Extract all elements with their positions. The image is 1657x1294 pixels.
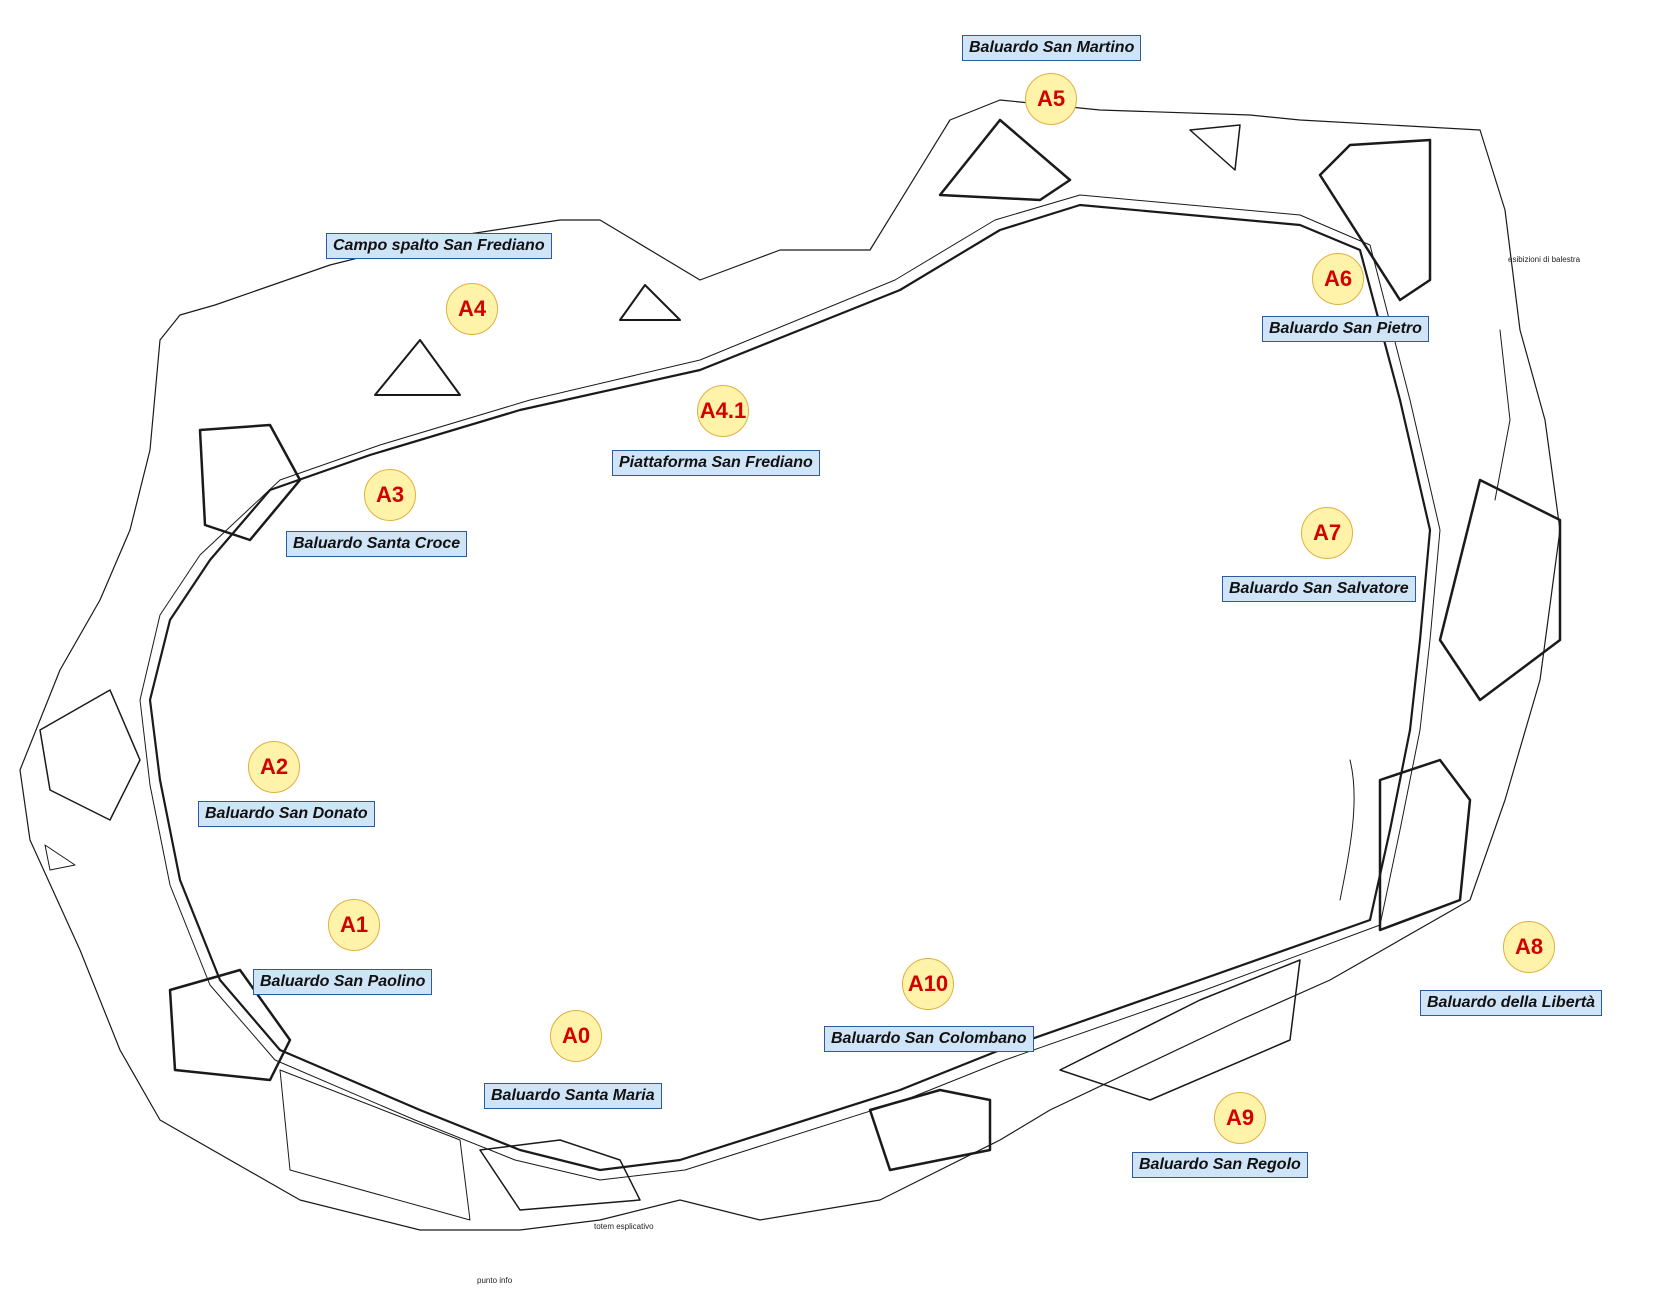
outer-wall-boundary — [19, 99, 1561, 1231]
marker-a4-1[interactable]: A4.1 — [697, 385, 749, 437]
marker-a5[interactable]: A5 — [1025, 73, 1077, 125]
marker-a10-text: A10 — [907, 971, 949, 996]
marker-a7[interactable]: A7 — [1301, 507, 1353, 559]
marker-a6-text: A6 — [1323, 266, 1353, 291]
bastion-santa-croce — [198, 423, 302, 542]
bastion-san-pietro — [1318, 138, 1432, 302]
ravelin-3 — [1189, 124, 1241, 171]
marker-a4-1-text: A4.1 — [699, 398, 747, 423]
label-san-paolino: Baluardo San Paolino — [253, 969, 433, 995]
label-san-donato: Baluardo San Donato — [198, 801, 375, 827]
note-punto-info: punto info — [477, 1276, 513, 1285]
marker-a0-text: A0 — [561, 1023, 591, 1048]
label-santa-croce: Baluardo Santa Croce — [286, 531, 468, 557]
label-san-salvatore: Baluardo San Salvatore — [1222, 576, 1416, 602]
inner-wall-ring — [148, 203, 1432, 1172]
wall-walk — [139, 194, 1441, 1181]
inner-detail-1 — [1494, 329, 1511, 501]
ravelin-2 — [619, 284, 681, 321]
bastion-san-donato — [39, 689, 141, 821]
label-san-regolo: Baluardo San Regolo — [1132, 1152, 1308, 1178]
label-liberta: Baluardo della Libertà — [1420, 990, 1603, 1016]
bastion-san-colombano — [868, 1088, 992, 1172]
marker-a1[interactable]: A1 — [328, 899, 380, 951]
note-balestra: esibizioni di balestra — [1508, 255, 1581, 264]
marker-a9-text: A9 — [1225, 1105, 1255, 1130]
marker-a7-text: A7 — [1312, 520, 1342, 545]
marker-a1-text: A1 — [339, 912, 369, 937]
label-santa-maria: Baluardo Santa Maria — [484, 1083, 662, 1109]
inner-detail-3 — [279, 1069, 471, 1221]
marker-a4-text: A4 — [457, 296, 487, 321]
marker-a9[interactable]: A9 — [1214, 1092, 1266, 1144]
marker-a3-text: A3 — [375, 482, 405, 507]
marker-a0[interactable]: A0 — [550, 1010, 602, 1062]
marker-a4[interactable]: A4 — [446, 283, 498, 335]
ravelin-1 — [374, 339, 461, 396]
label-san-colombano: Baluardo San Colombano — [824, 1026, 1034, 1052]
marker-a2[interactable]: A2 — [248, 741, 300, 793]
bastion-san-martino — [938, 118, 1072, 202]
label-piattaforma: Piattaforma San Frediano — [612, 450, 820, 476]
marker-a10[interactable]: A10 — [902, 958, 954, 1010]
ravelin-4 — [44, 844, 76, 871]
bastion-santa-maria — [479, 1139, 641, 1211]
bastion-san-salvatore — [1438, 478, 1562, 702]
note-totem: totem esplicativo — [594, 1222, 654, 1231]
bastion-liberta — [1378, 758, 1472, 932]
marker-a5-text: A5 — [1036, 86, 1066, 111]
marker-a8[interactable]: A8 — [1503, 921, 1555, 973]
marker-a2-text: A2 — [259, 754, 289, 779]
label-san-martino: Baluardo San Martino — [962, 35, 1142, 61]
label-campo-spalto: Campo spalto San Frediano — [326, 233, 552, 259]
marker-a6[interactable]: A6 — [1312, 253, 1364, 305]
bastion-san-regolo — [1059, 959, 1301, 1101]
marker-a3[interactable]: A3 — [364, 469, 416, 521]
bastion-san-paolino — [168, 968, 292, 1082]
label-san-pietro: Baluardo San Pietro — [1262, 316, 1429, 342]
marker-a8-text: A8 — [1514, 934, 1544, 959]
inner-detail-2 — [1339, 759, 1355, 901]
